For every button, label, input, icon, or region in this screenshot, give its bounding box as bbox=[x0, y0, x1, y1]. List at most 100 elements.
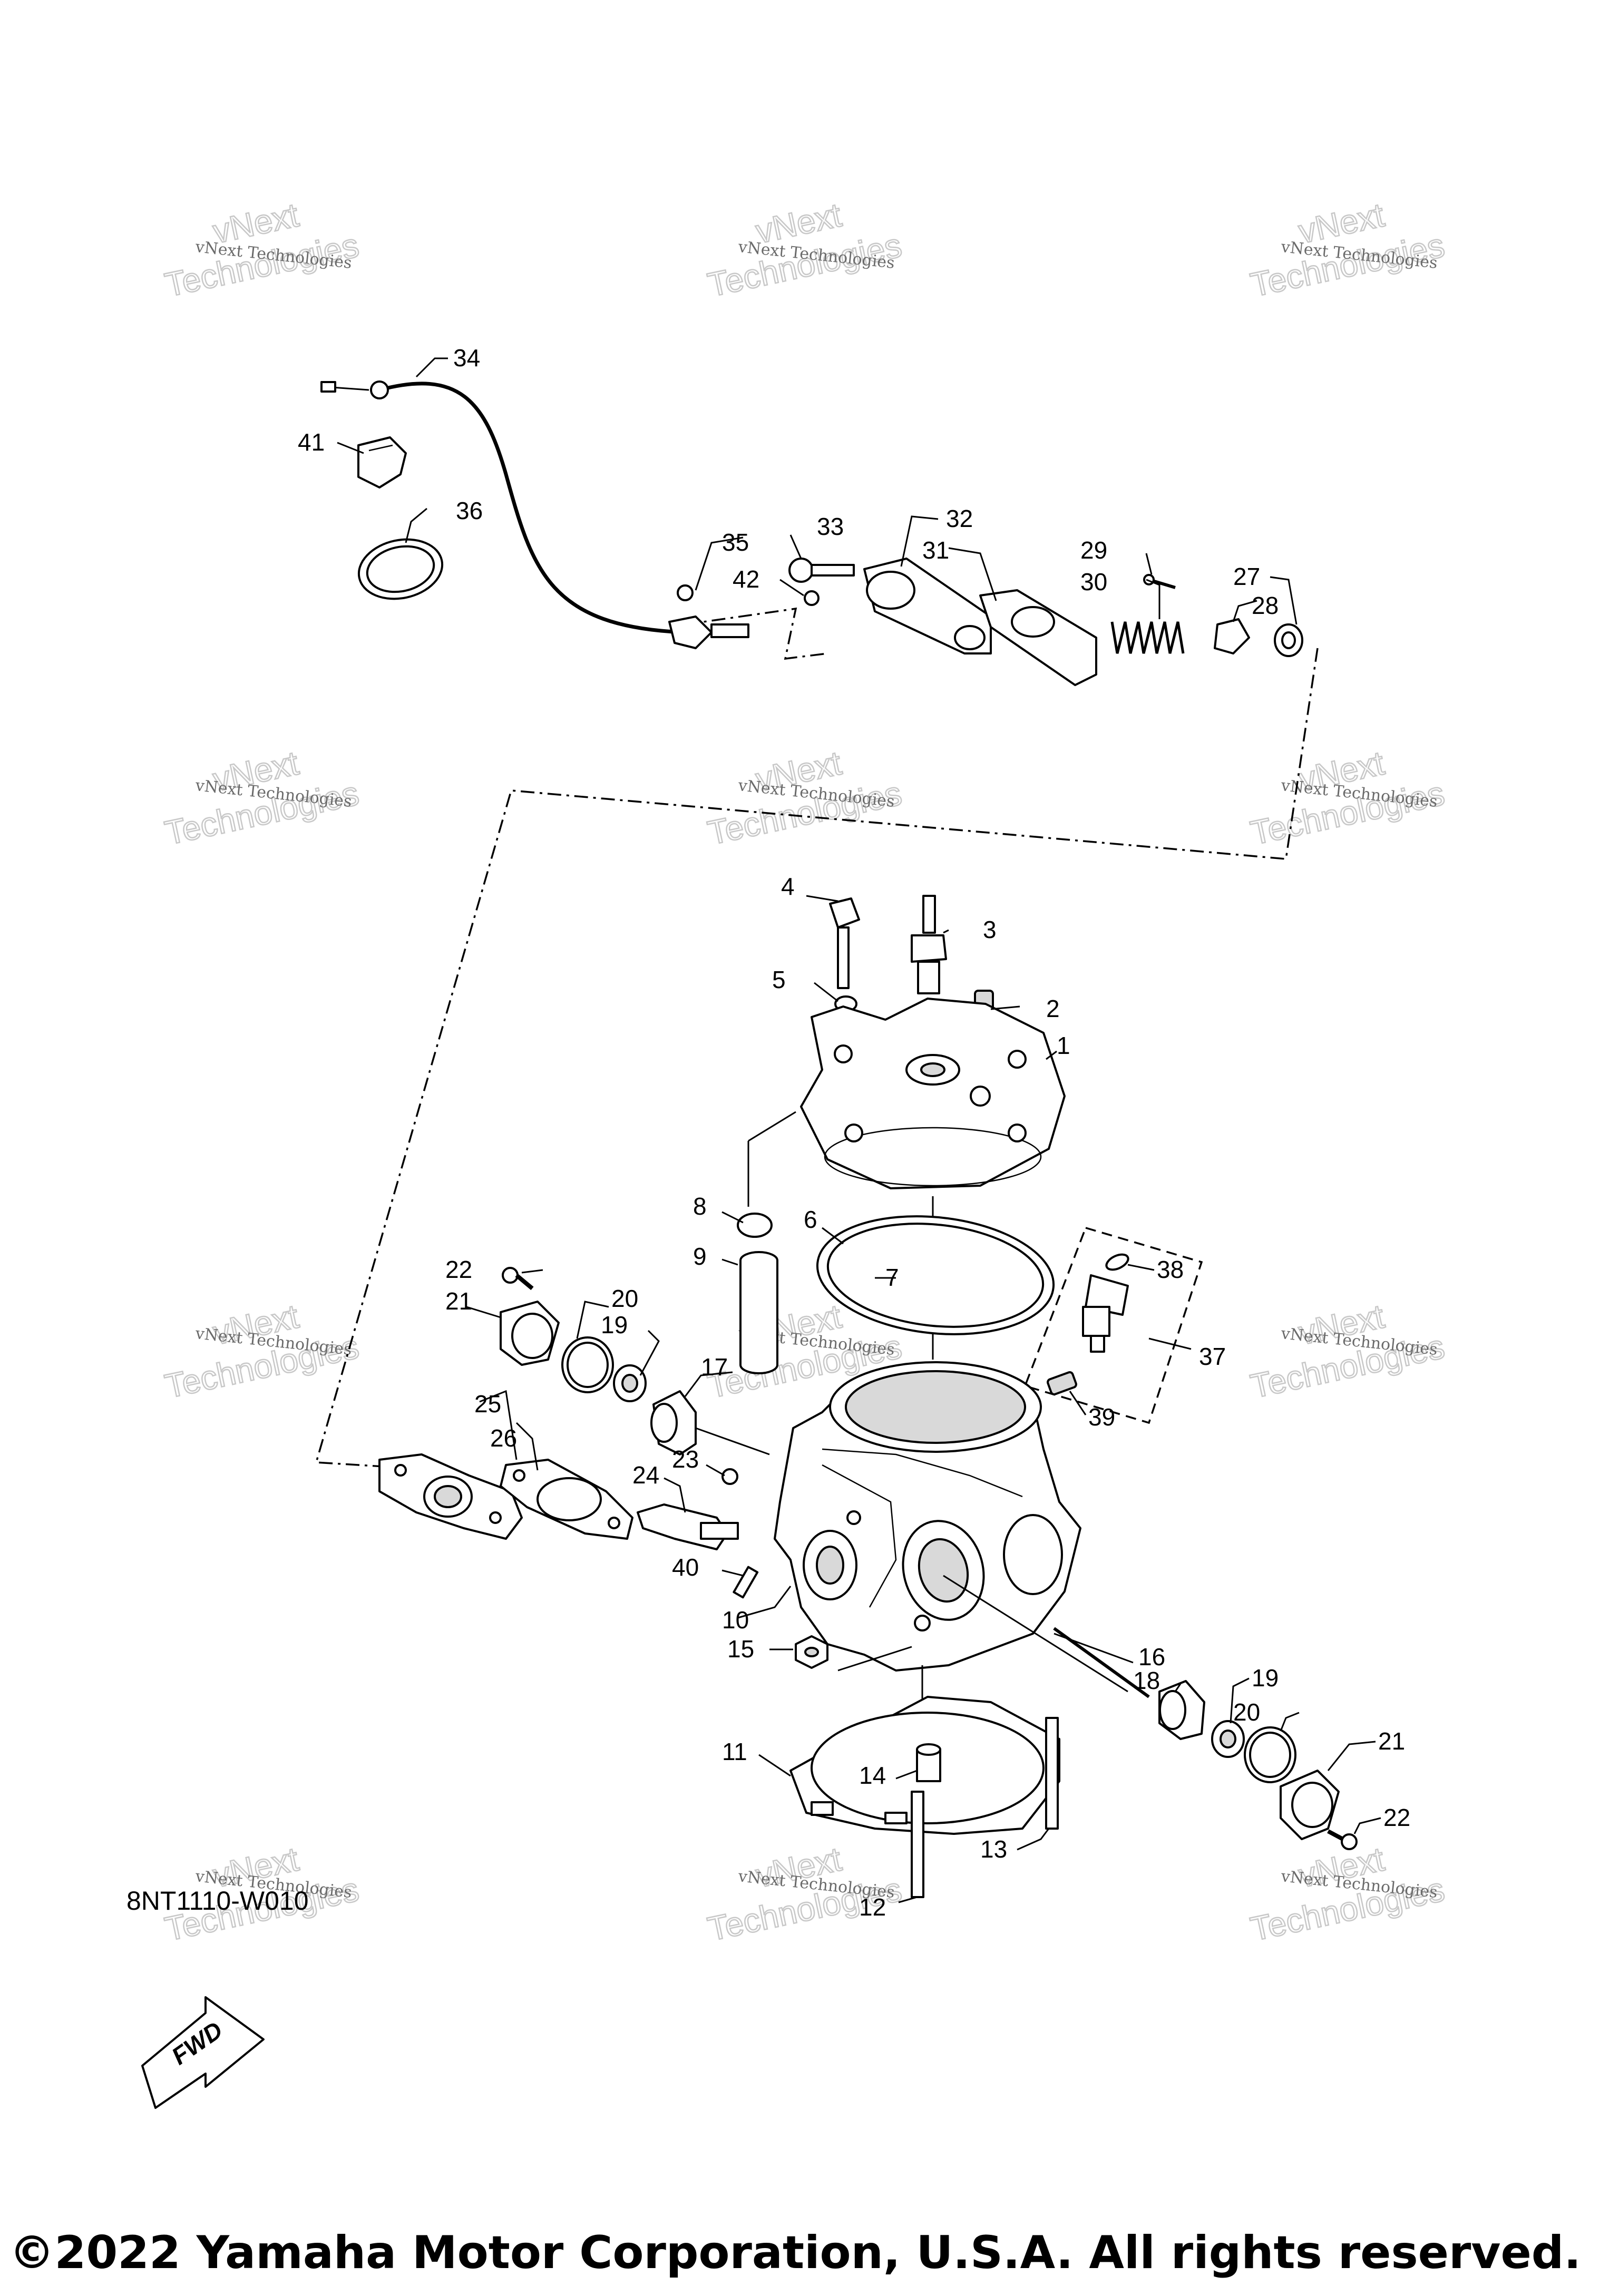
callout-22: 22 bbox=[445, 1256, 472, 1283]
callout-21-right: 21 bbox=[1378, 1727, 1405, 1755]
callout-3: 3 bbox=[983, 916, 997, 943]
callout-9: 9 bbox=[693, 1243, 707, 1270]
cable-joint-35 bbox=[668, 584, 749, 649]
callout-7: 7 bbox=[885, 1264, 899, 1291]
guide-line bbox=[837, 1646, 912, 1672]
plug-23 bbox=[721, 1468, 738, 1485]
callout-31: 31 bbox=[922, 536, 949, 564]
bracket-41 bbox=[357, 436, 407, 488]
callout-40: 40 bbox=[672, 1554, 699, 1581]
callout-32: 32 bbox=[946, 505, 973, 532]
valve-28 bbox=[1214, 618, 1250, 654]
leader-lines bbox=[337, 357, 1381, 1903]
stud-40 bbox=[733, 1566, 759, 1599]
bolt-22 bbox=[502, 1267, 534, 1291]
callout-numbers: 1 2 3 4 5 6 7 8 9 10 11 12 13 14 15 16 1… bbox=[298, 344, 1410, 1921]
callout-19-right: 19 bbox=[1252, 1664, 1279, 1692]
fuel-injector-37 bbox=[1082, 1274, 1129, 1353]
callout-35: 35 bbox=[722, 529, 749, 556]
callout-12: 12 bbox=[859, 1893, 886, 1921]
callout-8: 8 bbox=[693, 1193, 707, 1220]
callout-42: 42 bbox=[733, 565, 759, 593]
valve-housing-32 bbox=[863, 558, 992, 654]
stud-12 bbox=[911, 1791, 924, 1898]
collar-19b bbox=[1211, 1720, 1245, 1758]
o-ring-20b bbox=[1244, 1726, 1296, 1783]
gasket-7 bbox=[826, 1223, 1045, 1328]
callout-26: 26 bbox=[490, 1424, 517, 1452]
injector-group-box bbox=[1023, 1226, 1203, 1424]
o-ring-39 bbox=[1047, 1371, 1077, 1395]
pin-29 bbox=[1143, 574, 1176, 589]
dowel-14 bbox=[916, 1743, 941, 1782]
callout-39: 39 bbox=[1088, 1403, 1115, 1431]
o-ring-38 bbox=[1105, 1253, 1129, 1271]
assembly-guide-line bbox=[685, 607, 828, 660]
nut-15 bbox=[795, 1635, 828, 1669]
callout-25: 25 bbox=[474, 1390, 501, 1418]
callout-10: 10 bbox=[722, 1606, 749, 1634]
callout-33: 33 bbox=[817, 513, 844, 540]
diagram-code: 8NT1110-W010 bbox=[126, 1886, 309, 1916]
callout-4: 4 bbox=[781, 873, 795, 900]
assembly-guide-line bbox=[315, 648, 1319, 1469]
callout-41: 41 bbox=[298, 428, 325, 456]
stud-13 bbox=[1045, 1717, 1059, 1830]
callout-6: 6 bbox=[804, 1206, 817, 1233]
callout-17: 17 bbox=[701, 1353, 728, 1381]
cylinder-10 bbox=[774, 1361, 1081, 1672]
callout-19: 19 bbox=[601, 1311, 628, 1338]
guide-line bbox=[943, 1575, 1128, 1693]
callout-18: 18 bbox=[1133, 1667, 1160, 1694]
cover-21b bbox=[1280, 1770, 1340, 1840]
callout-20: 20 bbox=[611, 1285, 638, 1312]
valve-24 bbox=[637, 1503, 739, 1550]
guide-line bbox=[748, 1111, 796, 1142]
o-ring-8 bbox=[737, 1213, 773, 1238]
callout-21: 21 bbox=[445, 1287, 472, 1315]
callout-13: 13 bbox=[980, 1835, 1007, 1863]
callout-23: 23 bbox=[672, 1445, 699, 1473]
callout-28: 28 bbox=[1252, 592, 1279, 619]
callout-11: 11 bbox=[722, 1738, 747, 1765]
o-ring-20 bbox=[561, 1336, 614, 1393]
callout-34: 34 bbox=[453, 344, 480, 372]
callout-37: 37 bbox=[1199, 1343, 1226, 1370]
seal-27 bbox=[1274, 623, 1303, 657]
callout-5: 5 bbox=[772, 966, 786, 993]
callout-1: 1 bbox=[1057, 1032, 1070, 1059]
callout-38: 38 bbox=[1157, 1256, 1184, 1283]
callout-27: 27 bbox=[1233, 563, 1260, 590]
callout-16: 16 bbox=[1138, 1643, 1165, 1670]
forward-direction-arrow: FWD bbox=[141, 1996, 265, 2109]
spring-30 bbox=[1110, 621, 1185, 654]
callout-29: 29 bbox=[1080, 536, 1107, 564]
callout-30: 30 bbox=[1080, 568, 1107, 595]
copyright-notice: ©2022 Yamaha Motor Corporation, U.S.A. A… bbox=[9, 2226, 1582, 2279]
bolt-4 bbox=[829, 897, 860, 989]
spark-plug-3 bbox=[911, 895, 947, 994]
callout-2: 2 bbox=[1046, 995, 1060, 1022]
guide-17 bbox=[650, 1390, 697, 1455]
collar-19 bbox=[613, 1364, 647, 1402]
o-ring-42 bbox=[804, 590, 820, 606]
callout-22-right: 22 bbox=[1383, 1804, 1410, 1831]
clamp-36 bbox=[357, 538, 444, 600]
cylinder-head-1 bbox=[800, 998, 1066, 1189]
manifold-25 bbox=[378, 1453, 523, 1540]
gasket-31 bbox=[979, 589, 1097, 686]
bolt-22b bbox=[1327, 1829, 1358, 1850]
callout-20-right: 20 bbox=[1233, 1698, 1260, 1726]
gasket-26 bbox=[500, 1459, 633, 1540]
exhaust-valve-cable-34 bbox=[320, 380, 686, 634]
guide-18 bbox=[1158, 1680, 1205, 1740]
callout-24: 24 bbox=[632, 1461, 659, 1489]
guide-line bbox=[695, 1427, 770, 1455]
collar-9 bbox=[739, 1251, 778, 1374]
callout-36: 36 bbox=[456, 497, 483, 524]
bolt-33 bbox=[788, 558, 855, 583]
cover-21 bbox=[500, 1301, 560, 1366]
callout-14: 14 bbox=[859, 1762, 886, 1789]
callout-15: 15 bbox=[727, 1635, 754, 1663]
